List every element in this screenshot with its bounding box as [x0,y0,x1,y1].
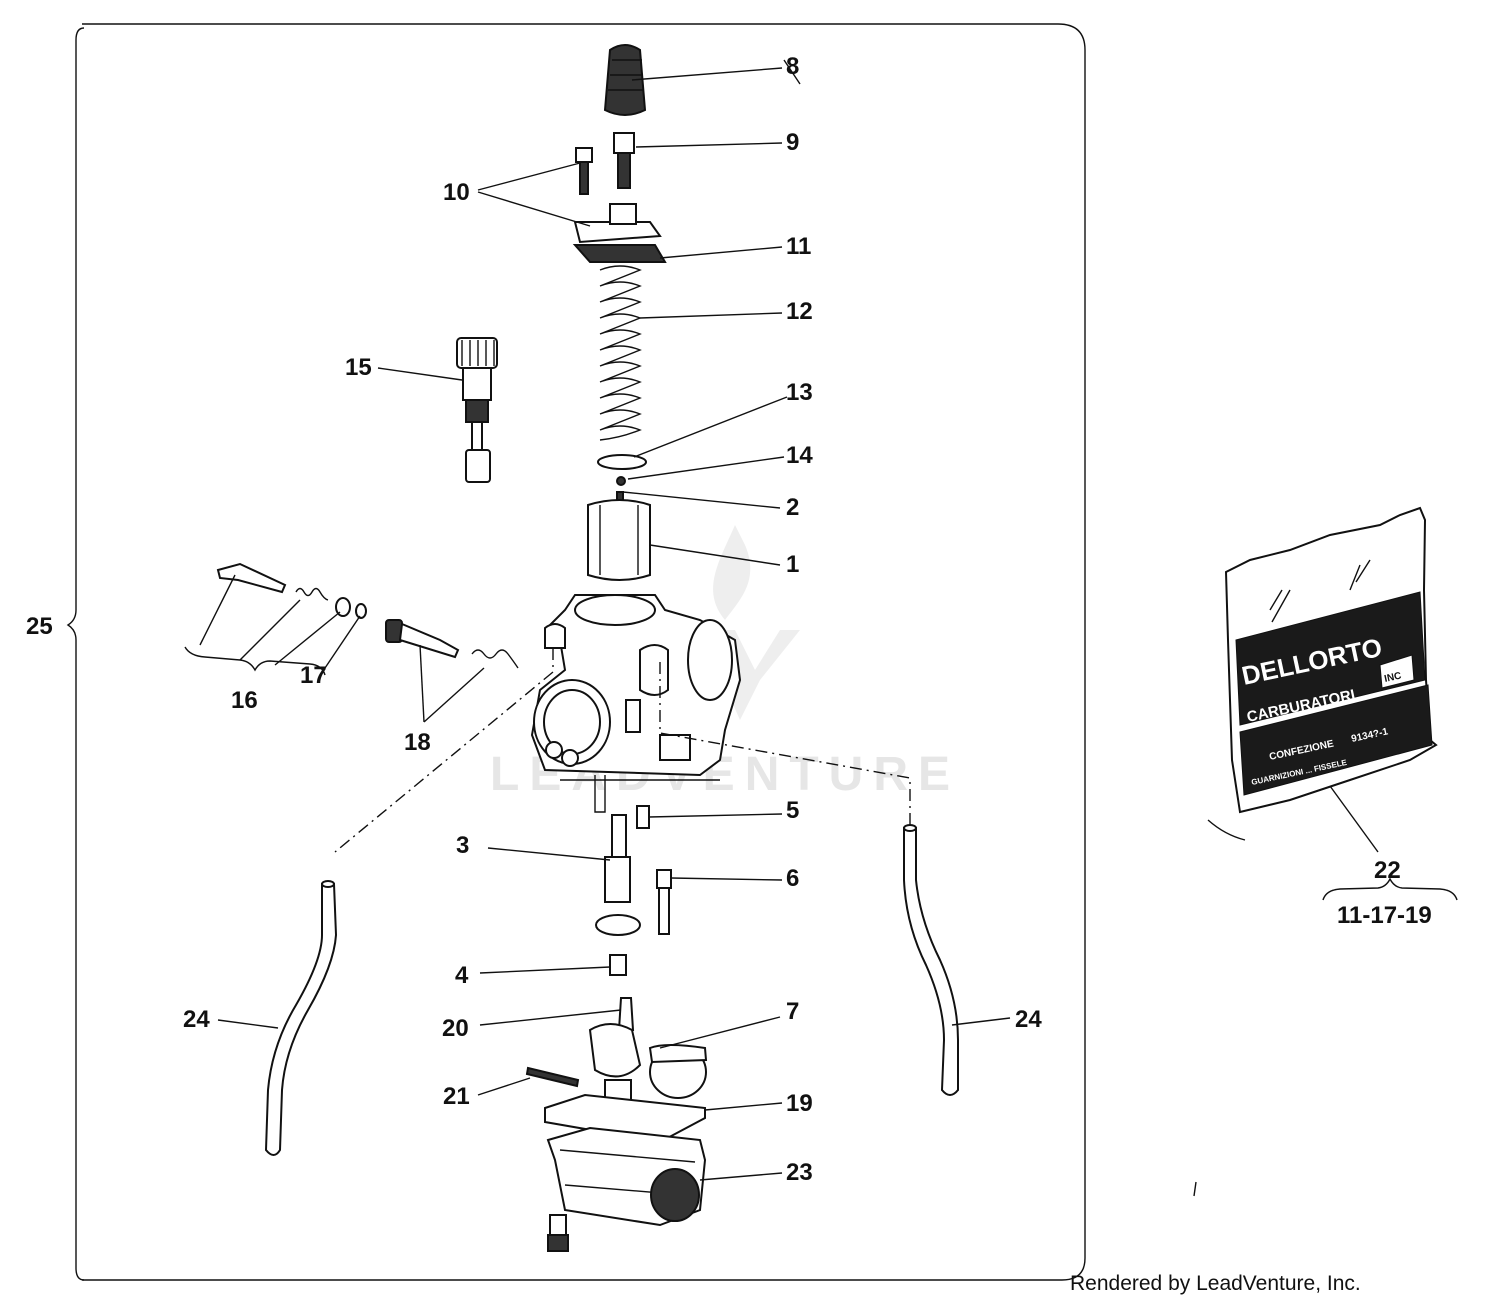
label-part-19: 19 [786,1090,813,1117]
label-part-21: 21 [443,1083,470,1110]
part-float [588,1023,708,1109]
part-screw-cap [573,147,662,244]
part-boot [603,44,647,116]
part-gasket-kit-bag: DELLORTO CARBURATORI INC CONFEZIONE 9134… [1193,506,1438,1197]
part-spring [599,265,642,441]
label-part-1: 1 [786,551,799,578]
label-part-23: 23 [786,1159,813,1186]
brace-16 [184,646,326,676]
brace-22 [1322,877,1458,901]
part-float-bowl [546,1126,707,1227]
part-slide [587,499,651,581]
part-carburetor-body [530,594,742,813]
part-main-jet [609,954,627,976]
label-part-24-right: 24 [1015,1006,1042,1033]
label-part-6: 6 [786,865,799,892]
label-part-13: 13 [786,379,813,406]
label-part-18: 18 [404,729,431,756]
part-pilot-jet [636,805,650,829]
hose-guide-right [659,662,911,826]
hose-guide-left [334,648,554,853]
label-part-20: 20 [442,1015,469,1042]
footer-credit: Rendered by LeadVenture, Inc. [1070,1272,1361,1295]
part-clip [616,476,626,486]
label-part-15: 15 [345,354,372,381]
assembly-brace-25 [66,27,85,1281]
label-part-25: 25 [26,613,53,640]
label-part-24-left: 24 [183,1006,210,1033]
label-part-5: 5 [786,797,799,824]
label-part-14: 14 [786,442,813,469]
label-part-10: 10 [443,179,470,206]
assembly-frame [82,23,1086,1281]
part-air-screw [385,619,519,669]
label-part-4: 4 [455,962,469,989]
label-part-11: 11 [786,233,811,260]
part-bowl-gasket [544,1093,706,1144]
part-starter-jet [656,869,672,935]
label-part-12: 12 [786,298,813,325]
part-jet-washer [595,914,641,936]
part-number-labels: 8 9 10 11 12 15 13 14 2 1 25 17 16 18 5 … [26,53,1432,1186]
part-adjuster [613,132,635,189]
part-hose-left [264,883,338,1156]
part-idle-screw-set [216,562,367,619]
leader-lines [199,59,1379,1181]
label-part-2: 2 [786,494,799,521]
part-hose-right [903,827,959,1096]
part-choke-plunger [456,337,498,483]
label-part-16: 16 [231,687,258,714]
part-float-pin [525,1066,580,1088]
label-part-17: 17 [300,662,327,689]
label-part-3: 3 [456,832,469,859]
hose-left-end [321,880,335,888]
part-needle-jet [604,814,631,903]
label-part-8: 8 [786,53,799,80]
label-part-22: 22 [1374,857,1401,884]
label-part-7: 7 [786,998,799,1025]
bag-suffix: INC [1383,671,1402,685]
part-drain-screw [547,1214,569,1252]
label-part-9: 9 [786,129,799,156]
hose-right-end [903,824,917,832]
part-gasket-top [572,244,667,263]
label-kit-contents: 11-17-19 [1337,902,1432,929]
part-clip-plate [597,454,647,470]
